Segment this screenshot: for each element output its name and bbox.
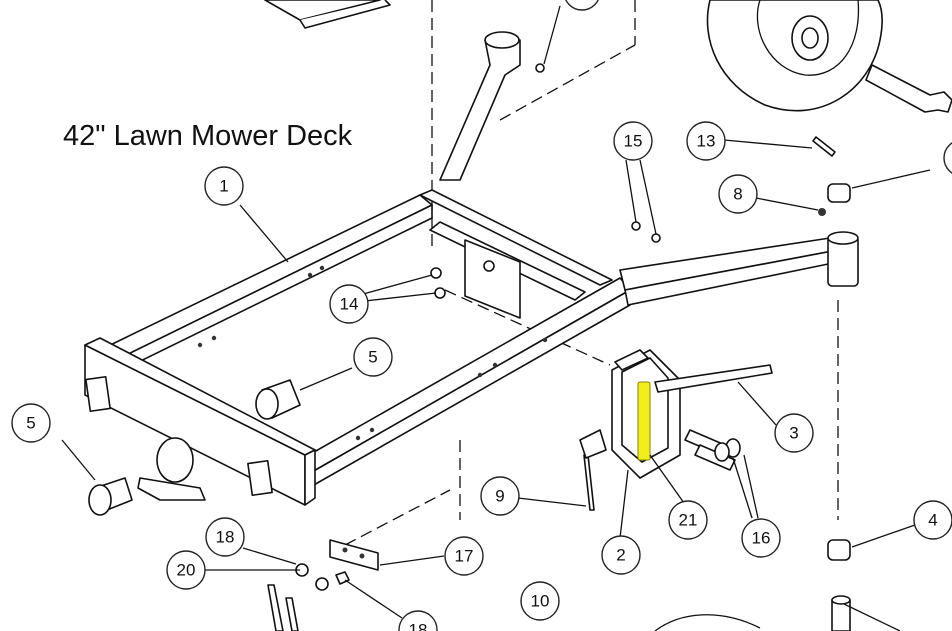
- svg-text:4: 4: [928, 511, 937, 530]
- callout-circle-partial: [565, 0, 599, 11]
- callout-20: 20: [166, 550, 206, 590]
- callout-4: 4: [913, 500, 952, 540]
- pivot-bracket: [579, 349, 773, 479]
- svg-text:17: 17: [455, 547, 474, 566]
- callout-3: 3: [774, 413, 814, 453]
- diagram-title: 42" Lawn Mower Deck: [63, 120, 353, 152]
- callout-circle-partial: [943, 142, 952, 174]
- svg-text:8: 8: [733, 185, 742, 204]
- svg-text:13: 13: [697, 132, 716, 151]
- svg-text:10: 10: [531, 592, 550, 611]
- roller-parts: [88, 379, 301, 516]
- deck-plate-fragment: [264, 0, 391, 29]
- callout-1: 1: [204, 166, 244, 206]
- svg-text:1: 1: [219, 177, 228, 196]
- callout-18-bottom: 18: [398, 610, 438, 631]
- svg-text:18: 18: [216, 528, 235, 547]
- callout-16: 16: [741, 518, 781, 558]
- svg-text:9: 9: [495, 487, 504, 506]
- caster-wheel: [706, 0, 952, 113]
- main-frame: [84, 31, 859, 506]
- callout-5-right: 5: [353, 337, 393, 377]
- svg-text:14: 14: [340, 295, 359, 314]
- svg-text:5: 5: [368, 348, 377, 367]
- callout-15: 15: [613, 121, 653, 161]
- callout-8: 8: [718, 174, 758, 214]
- svg-text:15: 15: [624, 132, 643, 151]
- svg-text:3: 3: [789, 424, 798, 443]
- svg-text:5: 5: [26, 414, 35, 433]
- callout-10: 10: [520, 581, 560, 621]
- hardware-parts: [267, 63, 851, 631]
- callout-14: 14: [329, 284, 369, 324]
- highlighted-pin: [637, 381, 651, 461]
- svg-text:21: 21: [679, 511, 698, 530]
- callout-2: 2: [601, 535, 641, 575]
- callout-21: 21: [668, 500, 708, 540]
- callout-18-top: 18: [205, 517, 245, 557]
- callout-13: 13: [686, 121, 726, 161]
- callout-9: 9: [480, 476, 520, 516]
- leader-lines: [61, 5, 931, 631]
- callouts: 1 2 3 4 5 5 8 9 10 13 14 15 16 17 18 18 …: [11, 121, 952, 631]
- svg-text:16: 16: [752, 529, 771, 548]
- callout-5-left: 5: [11, 403, 51, 443]
- callout-17: 17: [444, 536, 484, 576]
- svg-text:20: 20: [177, 561, 196, 580]
- svg-text:2: 2: [616, 546, 625, 565]
- svg-text:18: 18: [409, 621, 428, 631]
